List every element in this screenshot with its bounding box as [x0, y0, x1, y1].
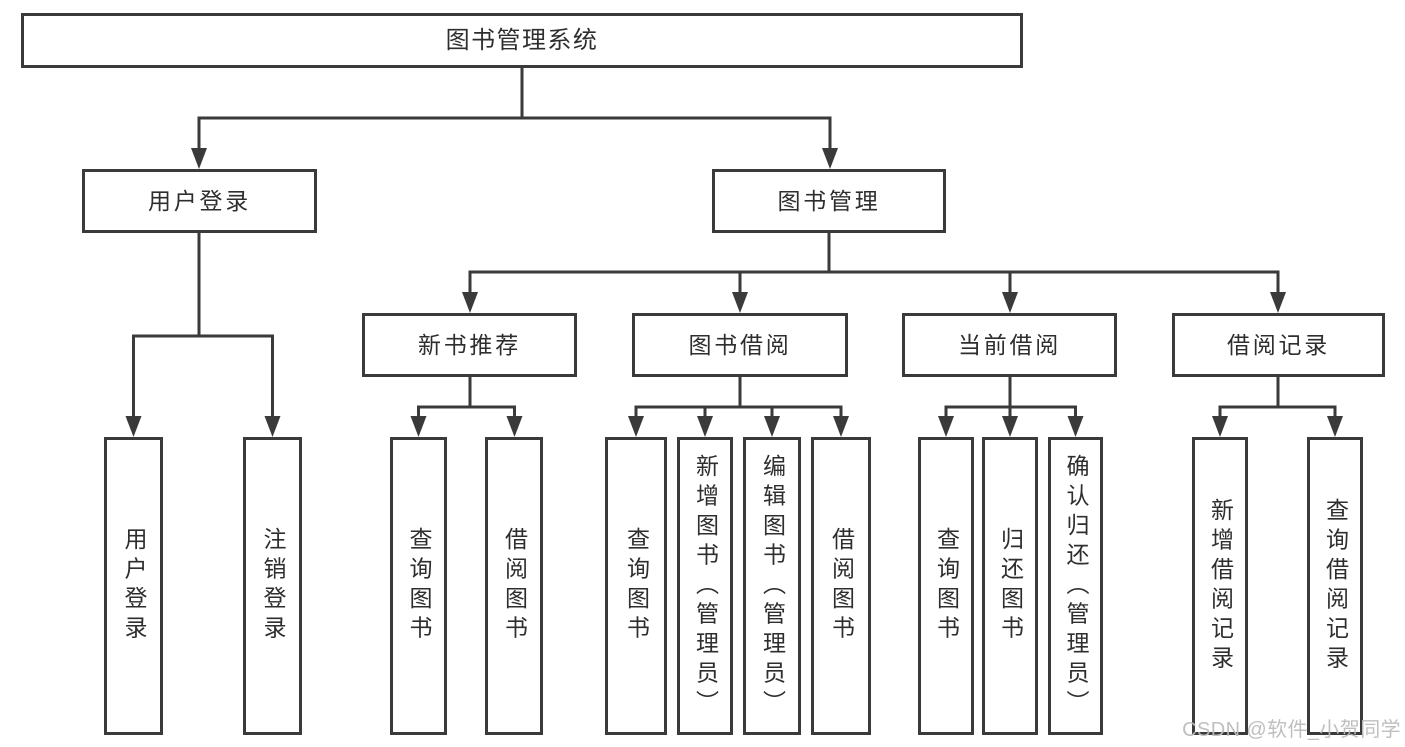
- leaf-cb-confirm-return-admin: 确认归还（管理员）: [1048, 437, 1103, 735]
- node-new-book-recommend: 新书推荐: [362, 313, 577, 377]
- leaf-cb-return-books: 归还图书: [982, 437, 1038, 735]
- node-root: 图书管理系统: [21, 13, 1023, 68]
- leaf-br-query-record: 查询借阅记录: [1307, 437, 1363, 735]
- node-root-label: 图书管理系统: [445, 26, 599, 54]
- node-borrow-records: 借阅记录: [1172, 313, 1385, 377]
- leaf-bb-query-books: 查询图书: [605, 437, 667, 735]
- node-borrow-records-label: 借阅记录: [1226, 331, 1331, 358]
- node-user-login-branch: 用户登录: [82, 169, 317, 233]
- arrowheads: [125, 148, 1343, 437]
- node-book-management-label: 图书管理: [777, 187, 881, 214]
- node-current-borrow-label: 当前借阅: [957, 331, 1062, 358]
- node-current-borrow: 当前借阅: [902, 313, 1117, 377]
- leaf-cb-query-books: 查询图书: [918, 437, 974, 735]
- node-book-borrow: 图书借阅: [632, 313, 848, 377]
- leaf-br-add-record: 新增借阅记录: [1192, 437, 1248, 735]
- node-user-login-branch-label: 用户登录: [147, 187, 252, 214]
- leaf-bb-borrow-books: 借阅图书: [811, 437, 871, 735]
- node-new-book-recommend-label: 新书推荐: [417, 331, 522, 358]
- leaf-bb-edit-books-admin: 编辑图书（管理员）: [743, 437, 801, 735]
- leaf-nb-borrow-books: 借阅图书: [485, 437, 543, 735]
- node-book-management: 图书管理: [712, 169, 946, 233]
- leaf-bb-add-books-admin: 新增图书（管理员）: [677, 437, 733, 735]
- leaf-nb-query-books: 查询图书: [390, 437, 447, 735]
- node-book-borrow-label: 图书借阅: [688, 331, 792, 358]
- csdn-watermark: CSDN @软件_小贺同学: [1182, 719, 1401, 741]
- leaf-user-login: 用户登录: [104, 437, 163, 735]
- leaf-logout: 注销登录: [243, 437, 302, 735]
